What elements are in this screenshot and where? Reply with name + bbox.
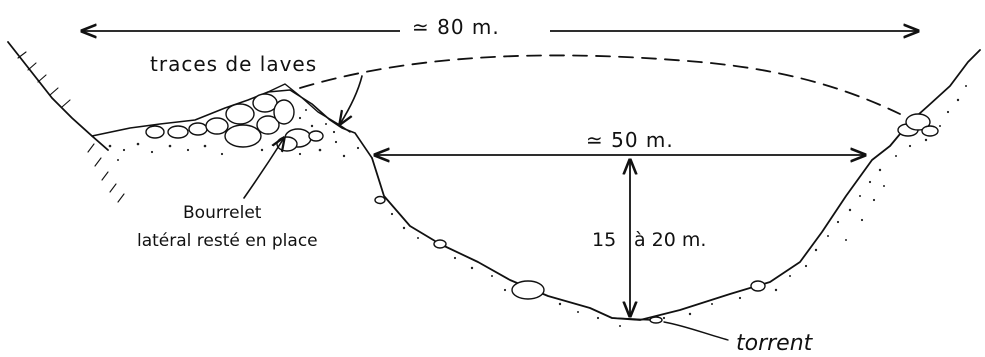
left-cliff-outline xyxy=(7,41,109,151)
cliff-hatching xyxy=(17,51,125,203)
bourrelet-pointer xyxy=(243,138,284,199)
stream-label: torrent xyxy=(736,331,814,356)
slope-stones xyxy=(374,195,766,300)
lava-traces-pointer xyxy=(340,75,363,124)
bourrelet-label-line1: Bourrelet xyxy=(183,203,262,223)
stream-pointer xyxy=(663,321,729,341)
left-terrace-ground xyxy=(91,89,373,159)
inner-width-label: ≃ 50 m. xyxy=(586,128,674,152)
valley-profile xyxy=(371,49,981,321)
lava-traces-label: traces de laves xyxy=(150,52,317,76)
former-surface-dashed xyxy=(299,54,901,115)
right-bank-pebbles xyxy=(897,113,939,137)
terrace-pebbles xyxy=(145,93,324,152)
ground-stipple xyxy=(108,85,967,327)
bourrelet-label-line2: latéral resté en place xyxy=(137,231,318,251)
total-width-label: ≃ 80 m. xyxy=(412,15,500,39)
stream-bed xyxy=(611,317,653,321)
depth-label-suffix: à 20 m. xyxy=(634,229,706,251)
depth-label-prefix: 15 xyxy=(592,229,616,251)
